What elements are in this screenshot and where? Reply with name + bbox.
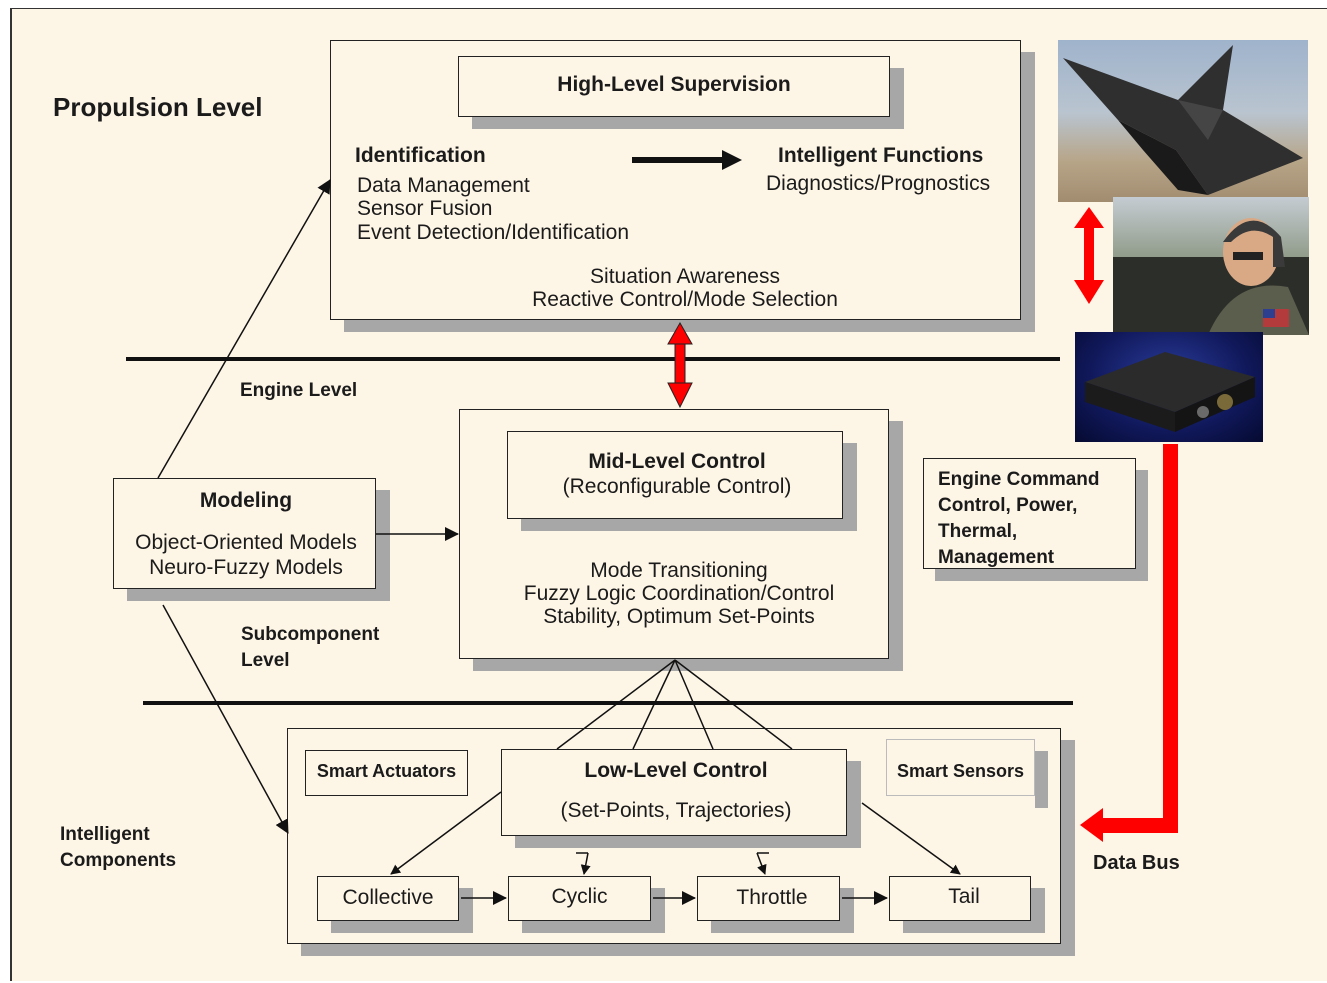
smart-sensors-label: Smart Sensors — [896, 761, 1025, 781]
engine-command-line-4: Management — [938, 547, 1055, 568]
mode-transitioning-text: Mode Transitioning — [590, 559, 768, 582]
identification-heading: Identification — [355, 144, 486, 167]
intelligent-components-label-1: Intelligent — [60, 824, 150, 845]
intelligent-functions-sub: Diagnostics/Prognostics — [766, 172, 991, 195]
engine-command-line-1: Engine Command — [938, 469, 1100, 490]
smart-sensors-box — [886, 739, 1035, 796]
low-level-title-box — [501, 749, 847, 836]
engine-command-shadow-bottom — [935, 569, 1148, 581]
modeling-title: Modeling — [199, 489, 293, 512]
identification-item-sensor-fusion: Sensor Fusion — [357, 197, 493, 220]
modeling-to-high-level-arrow — [157, 179, 331, 479]
intelligent-functions-heading: Intelligent Functions — [778, 144, 984, 167]
tail-label: Tail — [948, 885, 980, 908]
collective-label: Collective — [342, 886, 434, 909]
subcomponent-level-label-2: Level — [241, 650, 290, 671]
collective-box — [317, 876, 459, 921]
neuro-fuzzy-models-text: Neuro-Fuzzy Models — [149, 556, 343, 579]
engine-level-label: Engine Level — [240, 380, 358, 401]
stealth-jet-icon — [1063, 45, 1303, 195]
cyclic-box — [508, 876, 651, 921]
data-bus-label: Data Bus — [1093, 852, 1180, 874]
stealth-jet-photo — [1058, 40, 1308, 202]
intelligent-components-label-2: Components — [60, 850, 177, 871]
low-level-title: Low-Level Control — [584, 759, 768, 782]
pilot-cockpit-photo — [1113, 197, 1309, 335]
stability-text: Stability, Optimum Set-Points — [543, 605, 815, 628]
engine-command-line-2: Control, Power, — [938, 495, 1078, 516]
situation-awareness-text: Situation Awareness — [590, 265, 780, 288]
engine-command-line-3: Thermal, — [938, 521, 1018, 542]
throttle-label: Throttle — [736, 886, 808, 909]
fuzzy-logic-text: Fuzzy Logic Coordination/Control — [523, 582, 835, 605]
mid-level-title-box — [507, 431, 843, 519]
high-level-title: High-Level Supervision — [557, 73, 791, 96]
mid-level-title: Mid-Level Control — [588, 450, 766, 473]
propulsion-level-label: Propulsion Level — [53, 92, 263, 122]
tail-box — [889, 876, 1031, 921]
data-bus-red-arrow — [1080, 444, 1178, 842]
mid-to-low-fan-lines — [556, 659, 793, 750]
smart-actuators-box — [305, 750, 468, 796]
object-oriented-models-text: Object-Oriented Models — [135, 531, 357, 554]
high-level-title-box — [458, 56, 890, 117]
low-to-components-arrows — [390, 791, 961, 875]
smart-actuators-label: Smart Actuators — [316, 761, 457, 781]
high-mid-red-double-arrow — [667, 321, 693, 409]
avionics-unit-photo — [1075, 332, 1263, 442]
mid-level-subtitle: (Reconfigurable Control) — [562, 475, 792, 498]
cyclic-label: Cyclic — [551, 885, 608, 908]
engine-command-shadow — [1136, 470, 1148, 581]
propulsion-engine-divider — [126, 357, 1060, 361]
photos-red-double-arrow — [1074, 207, 1104, 304]
engine-command-box: Engine Command Control, Power, Thermal, … — [923, 458, 1136, 569]
reactive-control-text: Reactive Control/Mode Selection — [532, 288, 838, 311]
pilot-icon — [1113, 218, 1309, 335]
modeling-to-low-level-arrow — [162, 604, 289, 834]
engine-subcomponent-divider — [143, 701, 1073, 705]
modeling-box — [113, 478, 376, 589]
identification-item-data-management: Data Management — [357, 174, 530, 197]
identification-to-intelligent-arrow — [632, 150, 742, 170]
subcomponent-level-label-1: Subcomponent — [241, 624, 380, 645]
avionics-box-icon — [1085, 352, 1255, 432]
smart-sensors-shadow — [1035, 751, 1048, 808]
low-level-subtitle: (Set-Points, Trajectories) — [560, 799, 792, 822]
identification-item-event-detection: Event Detection/Identification — [357, 221, 629, 244]
throttle-box — [697, 876, 840, 921]
